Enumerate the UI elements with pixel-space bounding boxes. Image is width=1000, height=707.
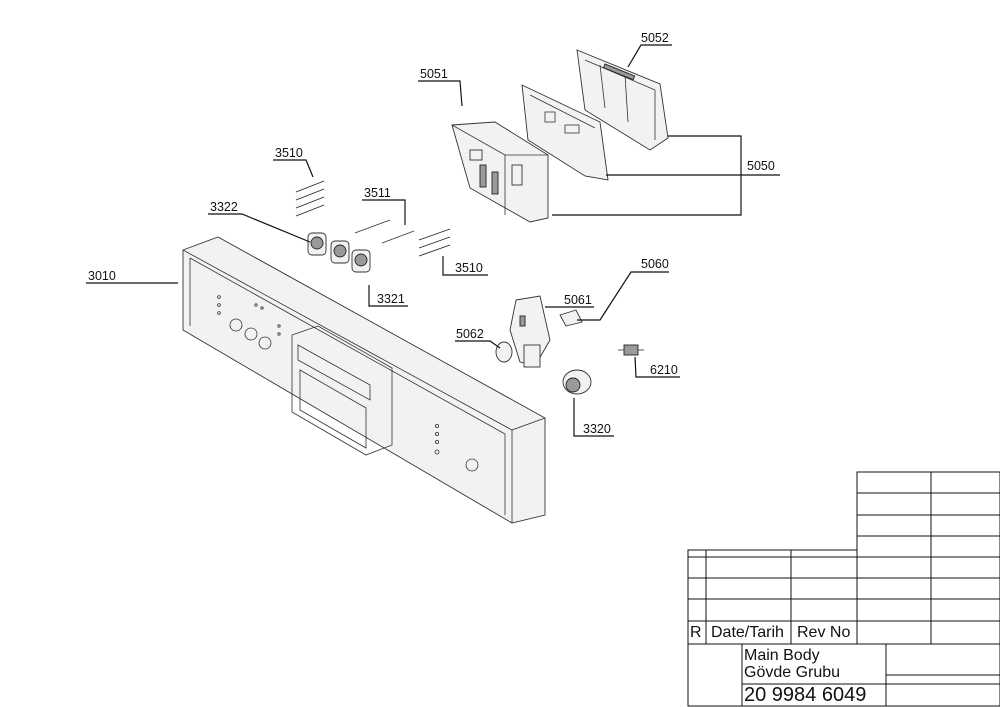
callout-label: 6210 [650, 363, 678, 377]
callout-5050: 5050 [552, 135, 780, 216]
knob-3320 [562, 369, 592, 395]
rev-col-no: Rev No [797, 624, 850, 641]
light-pipes-3511 [354, 219, 415, 244]
title-tr: Gövde Grubu [744, 664, 840, 681]
switch-assembly-5060 [495, 295, 583, 368]
callout-5062: 5062 [455, 327, 501, 349]
control-panel-3010 [182, 236, 546, 524]
callout-label: 5060 [641, 257, 669, 271]
callout-label: 3010 [88, 269, 116, 283]
callout-5060: 5060 [577, 257, 669, 321]
rev-col-r: R [690, 624, 702, 641]
callout-label: 3322 [210, 200, 238, 214]
callout-label: 3511 [364, 186, 391, 200]
callout-label: 5051 [420, 67, 448, 81]
module-frame-5051 [451, 121, 549, 223]
callout-label: 3510 [455, 261, 483, 275]
callout-3510-upper: 3510 [273, 146, 314, 178]
main-pcb-5050 [521, 84, 609, 181]
callout-label: 5052 [641, 31, 669, 45]
callout-3510-lower: 3510 [442, 256, 488, 276]
switch-6210 [618, 344, 644, 356]
callout-label: 3321 [377, 292, 405, 306]
pcb-cover-5052 [576, 49, 669, 151]
title-block: R Date/Tarih Rev No Main Body Gövde Grub… [687, 471, 1000, 707]
callout-3511: 3511 [362, 186, 406, 225]
callout-3321: 3321 [368, 285, 408, 307]
callout-3320: 3320 [573, 398, 614, 437]
callout-3322: 3322 [208, 200, 311, 243]
title-en: Main Body [744, 647, 820, 664]
callout-label: 5061 [564, 293, 592, 307]
callout-5061: 5061 [545, 293, 594, 308]
callout-label: 5050 [747, 159, 775, 173]
callout-label: 5062 [456, 327, 484, 341]
callout-label: 3510 [275, 146, 303, 160]
callout-5051: 5051 [418, 67, 463, 107]
callout-6210: 6210 [634, 356, 680, 378]
light-pipes-3510-upper [295, 180, 325, 217]
part-number: 20 9984 6049 [744, 684, 866, 706]
light-pipes-3510-lower [418, 228, 451, 257]
button-caps-3322-3321 [307, 232, 371, 273]
callout-5052: 5052 [627, 31, 672, 68]
rev-col-date: Date/Tarih [711, 624, 784, 641]
callout-3010: 3010 [86, 269, 178, 284]
callout-label: 3320 [583, 422, 611, 436]
